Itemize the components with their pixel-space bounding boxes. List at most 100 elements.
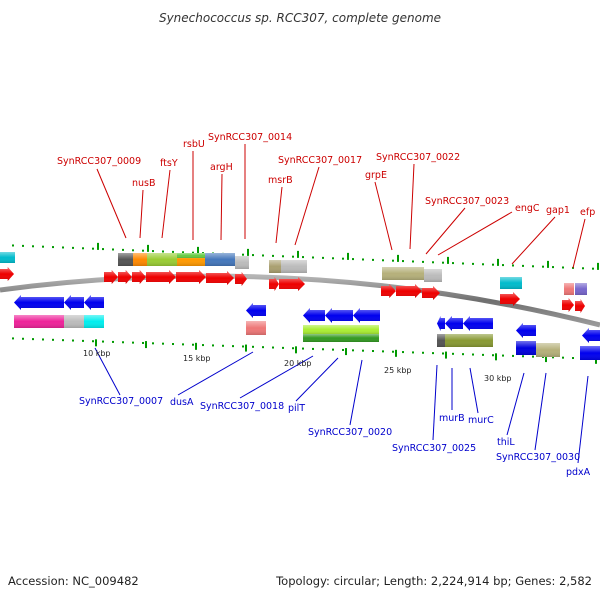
tick-dot-bottom [252,345,254,348]
top-leader-line [161,169,171,239]
forward-gene-arrow-shine [206,271,234,285]
tick-dot-bottom [302,347,304,350]
bottom-leader-line [177,351,254,396]
gene-label-rsbU[interactable]: rsbU [183,139,205,150]
feature-block-shine [564,283,574,295]
gene-label-msrB[interactable]: msrB [268,175,293,186]
tick-dot-top [342,257,344,260]
tick-dot-top [152,250,154,253]
forward-gene-arrow-shine [176,270,206,284]
tick-dot-bottom [562,356,564,359]
reverse-gene-arrow-shine [303,308,325,323]
tick-dot-bottom [482,353,484,356]
gene-label-SynRCC307_0025[interactable]: SynRCC307_0025 [392,443,476,454]
feature-block-shine [437,334,445,347]
gene-label-SynRCC307_0022[interactable]: SynRCC307_0022 [376,152,460,163]
gene-label-SynRCC307_0023[interactable]: SynRCC307_0023 [425,196,509,207]
tick-dot-top [252,254,254,257]
tick-dot-bottom [52,338,54,341]
forward-gene-arrow-shine [562,298,574,312]
tick-dot-bottom [422,351,424,354]
tick-dot-bottom [522,355,524,358]
tick-dot-top [382,259,384,262]
tick-dot-top [362,258,364,261]
feature-block-shine [177,253,205,258]
tick-dot-top [552,266,554,269]
tick-dot-bottom [62,339,64,342]
gene-label-gap1[interactable]: gap1 [546,205,570,216]
tick-dot-bottom [222,344,224,347]
gene-label-grpE[interactable]: grpE [365,170,387,181]
top-leader-line [437,211,513,256]
gene-label-SynRCC307_0009[interactable]: SynRCC307_0009 [57,156,141,167]
tick-major-top [147,244,149,252]
feature-block-shine [575,283,587,295]
gene-label-ftsY[interactable]: ftsY [160,158,178,169]
gene-label-efp[interactable]: efp [580,207,595,218]
tick-dot-top [402,260,404,263]
gene-label-SynRCC307_0018[interactable]: SynRCC307_0018 [200,401,284,412]
tick-dot-bottom [352,349,354,352]
tick-dot-top [472,262,474,265]
reverse-gene-arrow-shine [325,308,353,323]
tick-dot-top [72,246,74,249]
tick-dot-top [412,260,414,263]
top-gene-labels: SynRCC307_0009 nusB ftsY rsbU SynRCC307_… [57,132,595,218]
tick-dot-bottom [402,351,404,354]
feature-block-shine [269,260,281,273]
feature-block-shine [235,256,249,269]
gene-label-pilT[interactable]: pilT [288,403,305,414]
feature-block-shine [64,315,84,328]
gene-label-SynRCC307_0017[interactable]: SynRCC307_0017 [278,155,362,166]
gene-label-SynRCC307_0020[interactable]: SynRCC307_0020 [308,427,392,438]
tick-dot-bottom [162,342,164,345]
tick-dot-top [542,265,544,268]
tick-dot-bottom [202,344,204,347]
tick-dot-top [492,263,494,266]
tick-dot-top [372,258,374,261]
tick-major-bottom [145,341,147,349]
tick-dot-bottom [572,357,574,360]
tick-dot-bottom [242,345,244,348]
tick-dot-top [42,245,44,248]
tick-dot-bottom [72,339,74,342]
bottom-leader-line [577,375,589,464]
tick-dot-bottom [272,346,274,349]
gene-label-pdxA[interactable]: pdxA [566,467,591,478]
tick-dot-bottom [32,338,34,341]
tick-dot-bottom [42,338,44,341]
gene-label-SynRCC307_0014[interactable]: SynRCC307_0014 [208,132,292,143]
tick-dot-top [142,249,144,252]
label-leader-lines [94,144,589,464]
tick-dot-bottom [452,352,454,355]
gene-label-murC[interactable]: murC [468,415,494,426]
tick-dot-top [392,259,394,262]
tick-major-bottom [495,353,497,361]
gene-label-SynRCC307_0007[interactable]: SynRCC307_0007 [79,396,163,407]
gene-label-murB[interactable]: murB [439,413,465,424]
gene-label-thiL[interactable]: thiL [497,437,515,448]
tick-dot-bottom [362,349,364,352]
forward-gene-arrow-shine [146,270,176,284]
gene-label-SynRCC307_0030[interactable]: SynRCC307_0030 [496,452,580,463]
tick-dot-bottom [502,354,504,357]
gene-label-nusB[interactable]: nusB [132,178,156,189]
feature-block-shine [500,277,522,289]
bottom-leader-line [295,357,339,402]
tick-dot-top [482,263,484,266]
gene-label-argH[interactable]: argH [210,162,233,173]
gene-label-engC[interactable]: engC [515,203,540,214]
top-leader-line [409,163,415,250]
gene-label-dusA[interactable]: dusA [170,397,194,408]
tick-major-bottom [295,346,297,354]
tick-dot-bottom [102,340,104,343]
tick-dot-top [132,249,134,252]
tick-major-top [347,252,349,260]
tick-dot-top [182,251,184,254]
tick-dot-bottom [342,348,344,351]
tick-dot-top [262,254,264,257]
tick-dot-bottom [262,346,264,349]
tick-dot-top [122,248,124,251]
tick-dot-top [332,257,334,260]
